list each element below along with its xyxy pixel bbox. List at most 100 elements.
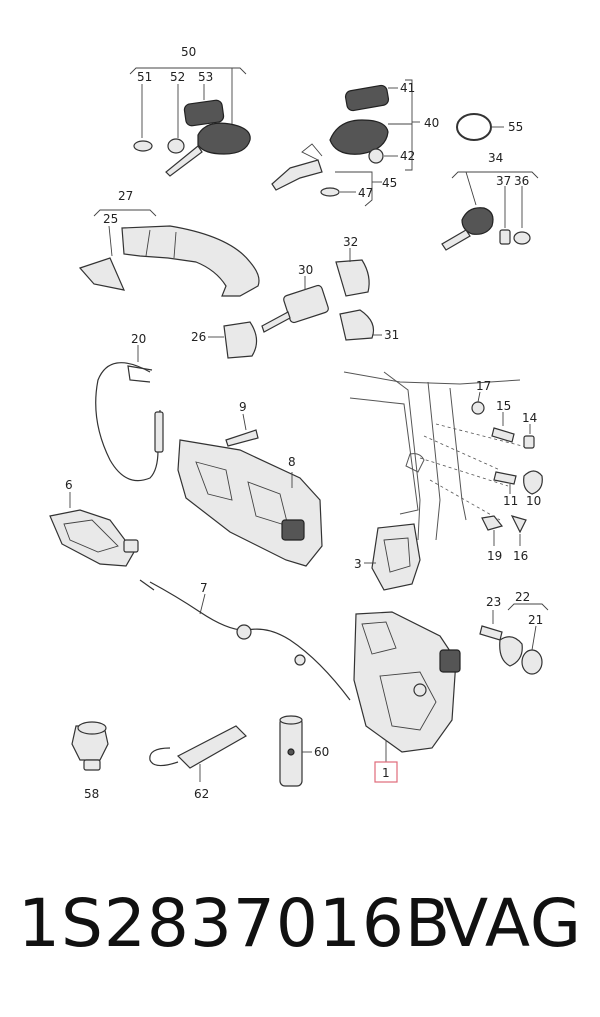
release-cable-20 xyxy=(95,345,164,482)
callout-box-1 xyxy=(374,761,398,783)
exterior-door-handle xyxy=(121,225,260,297)
grommet-16 xyxy=(510,515,527,534)
carrier-clip xyxy=(281,519,305,541)
handle-gasket-25 xyxy=(78,257,126,291)
exterior-handle-group-27 xyxy=(78,209,260,297)
label-52: 52 xyxy=(170,70,185,84)
bolt-19 xyxy=(481,515,504,531)
screw-15 xyxy=(491,427,515,443)
key-group-34 xyxy=(441,171,539,251)
remote-key-housing xyxy=(197,122,251,155)
battery-cell-52 xyxy=(167,138,185,154)
cylinder-cap-31 xyxy=(339,309,375,341)
remote-button-pad-53 xyxy=(183,99,225,127)
callout-labels: 50 51 52 53 41 40 42 45 47 55 34 37 36 2… xyxy=(65,45,543,801)
label-7: 7 xyxy=(200,581,208,595)
door-lock-actuator-1 xyxy=(353,611,461,783)
part-number: 1S2837016B xyxy=(18,885,452,962)
label-60: 60 xyxy=(314,745,329,759)
door-shell-outline xyxy=(343,371,531,541)
label-15: 15 xyxy=(496,399,511,413)
fasteners-group xyxy=(471,391,543,546)
cover-21 xyxy=(521,649,543,675)
inner-door-handle-6 xyxy=(49,509,135,567)
screw-23 xyxy=(479,625,503,641)
label-16: 16 xyxy=(513,549,528,563)
label-42: 42 xyxy=(400,149,415,163)
handle-carrier-8 xyxy=(177,439,323,567)
bottom-parts xyxy=(71,715,312,787)
lock-bracket-3 xyxy=(371,523,421,591)
label-10: 10 xyxy=(526,494,541,508)
label-40: 40 xyxy=(424,116,439,130)
label-11: 11 xyxy=(503,494,518,508)
lock-cylinder-30 xyxy=(283,284,329,324)
handle-connector xyxy=(123,539,139,553)
label-58: 58 xyxy=(84,787,99,801)
label-30: 30 xyxy=(298,263,313,277)
key-blade-34 xyxy=(441,229,471,251)
label-34: 34 xyxy=(488,151,503,165)
lock-cylinder-group xyxy=(208,248,382,359)
cap-36 xyxy=(513,231,531,245)
label-36: 36 xyxy=(514,174,529,188)
label-14: 14 xyxy=(522,411,537,425)
label-17: 17 xyxy=(476,379,491,393)
cable-grommet xyxy=(236,624,252,640)
inner-handle-group-6 xyxy=(49,492,351,701)
label-3: 3 xyxy=(354,557,362,571)
label-45: 45 xyxy=(382,176,397,190)
battery-cell-42 xyxy=(368,148,384,164)
key-blade xyxy=(165,145,203,177)
label-25: 25 xyxy=(103,212,118,226)
plug-17 xyxy=(471,401,485,415)
label-6: 6 xyxy=(65,478,73,492)
brand-name: VAG xyxy=(442,885,582,962)
striker-plate xyxy=(499,636,523,667)
gasket-26 xyxy=(223,321,258,359)
striker-group-22 xyxy=(479,603,549,675)
label-50: 50 xyxy=(181,45,196,59)
exploded-parts-diagram: 50 51 52 53 41 40 42 45 47 55 34 37 36 2… xyxy=(49,45,549,801)
cylinder-cover-32 xyxy=(335,259,370,297)
label-41: 41 xyxy=(400,81,415,95)
battery-cell-47 xyxy=(320,187,340,197)
label-47: 47 xyxy=(358,186,373,200)
cylinder-shaft xyxy=(261,311,291,333)
label-22: 22 xyxy=(515,590,530,604)
lock-connector xyxy=(439,649,461,673)
label-23: 23 xyxy=(486,595,501,609)
label-32: 32 xyxy=(343,235,358,249)
nut-14 xyxy=(523,435,535,449)
screw-9 xyxy=(225,429,259,447)
footer: 1S2837016B VAG xyxy=(0,885,600,995)
cable-sleeve xyxy=(154,411,164,453)
label-51: 51 xyxy=(137,70,152,84)
label-8: 8 xyxy=(288,455,296,469)
label-37: 37 xyxy=(496,174,511,188)
label-53: 53 xyxy=(198,70,213,84)
label-55: 55 xyxy=(508,120,523,134)
label-62: 62 xyxy=(194,787,209,801)
pin-37 xyxy=(499,229,511,245)
label-1: 1 xyxy=(382,766,390,780)
battery-cell-51 xyxy=(133,140,153,152)
key-blank-45 xyxy=(271,159,323,191)
lock-rotor xyxy=(413,683,427,697)
label-19: 19 xyxy=(487,549,502,563)
handle-carrier-group-8 xyxy=(177,413,323,567)
key-remote-group-40 xyxy=(271,79,420,207)
cap-10 xyxy=(523,470,543,495)
remote-button-pad-41 xyxy=(344,84,390,112)
bracket-3 xyxy=(364,523,421,591)
remote-key-housing-40 xyxy=(329,119,389,155)
label-31: 31 xyxy=(384,328,399,342)
tag-62 xyxy=(176,725,247,769)
door-lock-body xyxy=(353,611,457,753)
label-9: 9 xyxy=(239,400,247,414)
label-20: 20 xyxy=(131,332,146,346)
label-27: 27 xyxy=(118,189,133,203)
key-remote-group-50 xyxy=(129,67,251,177)
o-ring-55 xyxy=(456,113,504,141)
cable-clip xyxy=(294,654,306,666)
